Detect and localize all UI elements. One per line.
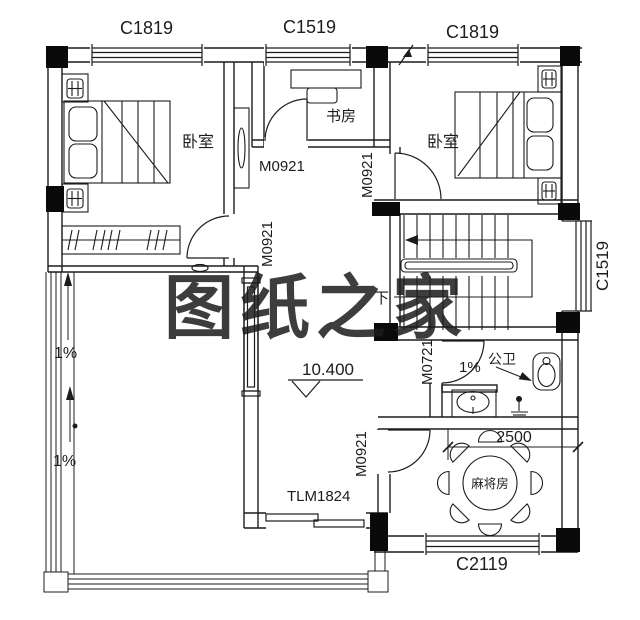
window-label-top-right: C1819 bbox=[446, 22, 499, 42]
dimension-value: 2500 bbox=[496, 429, 532, 446]
windows bbox=[91, 44, 592, 555]
mahjong-chair bbox=[510, 503, 531, 524]
hall-cabinet bbox=[233, 107, 250, 189]
bed-right bbox=[454, 65, 562, 205]
slope-label-bath: 1% bbox=[459, 359, 481, 376]
window-label-bottom: C2119 bbox=[456, 554, 508, 574]
elevation-value: 10.400 bbox=[302, 360, 354, 379]
desk-chair bbox=[306, 87, 338, 104]
wall-break-symbol bbox=[398, 44, 414, 66]
columns bbox=[46, 46, 580, 552]
door-handle bbox=[191, 263, 209, 273]
bathroom-fixtures bbox=[451, 352, 561, 418]
room-label-bathroom: 公卫 bbox=[488, 351, 516, 367]
elevation-mark bbox=[288, 379, 363, 398]
blanket-fold bbox=[457, 91, 521, 177]
door-label-bathroom: M0721 bbox=[419, 339, 436, 385]
door-label-bedroom-left: M0921 bbox=[259, 221, 276, 267]
study-desk bbox=[290, 69, 362, 104]
wardrobe bbox=[61, 225, 181, 255]
doors bbox=[186, 98, 485, 528]
slope-arrow bbox=[64, 272, 72, 286]
pillow bbox=[526, 135, 554, 171]
floor-drain bbox=[511, 396, 528, 416]
mahjong-chair bbox=[449, 442, 470, 463]
door-label-balcony: TLM1824 bbox=[287, 488, 350, 505]
squat-toilet bbox=[532, 352, 561, 391]
terrace bbox=[43, 272, 389, 593]
window-label-top-mid: C1519 bbox=[283, 17, 336, 37]
mahjong-chair bbox=[477, 430, 503, 443]
slope-label-lower: 1% bbox=[53, 453, 76, 470]
stair-direction-arrow bbox=[405, 235, 418, 245]
pillow bbox=[68, 143, 98, 179]
labels: C1819 C1519 C1819 C1519 C2119 卧室 书房 卧室 公… bbox=[53, 17, 612, 574]
pillow bbox=[526, 97, 554, 133]
door-label-mahjong: M0921 bbox=[353, 431, 370, 477]
mahjong-chair bbox=[449, 503, 470, 524]
mahjong-chair bbox=[510, 442, 531, 463]
room-label-study: 书房 bbox=[326, 108, 356, 125]
room-label-bedroom-left: 卧室 bbox=[182, 133, 214, 151]
mirror bbox=[237, 127, 246, 169]
opening-covers bbox=[90, 44, 580, 554]
desk bbox=[290, 69, 362, 89]
mahjong-table bbox=[462, 455, 518, 511]
room-label-mahjong: 麻将房 bbox=[471, 476, 509, 491]
bed bbox=[454, 91, 562, 179]
watermark: 图纸之家 bbox=[164, 270, 468, 348]
mahjong-chair bbox=[437, 470, 450, 496]
slider-leaf bbox=[265, 513, 319, 522]
door-label-study: M0921 bbox=[259, 158, 305, 175]
railing-post bbox=[43, 571, 69, 593]
mahjong-chair bbox=[530, 470, 543, 496]
slope-arrow bbox=[66, 386, 74, 400]
slider-leaf bbox=[313, 519, 365, 528]
pillow bbox=[68, 106, 98, 142]
railing-post bbox=[367, 570, 389, 593]
window-label-top-left: C1819 bbox=[120, 18, 173, 38]
room-label-bedroom-right: 卧室 bbox=[427, 133, 459, 151]
door-label-bedroom-right: M0921 bbox=[359, 152, 376, 198]
mahjong-chair bbox=[477, 523, 503, 536]
sink-counter bbox=[451, 389, 497, 418]
stair-walk-line bbox=[394, 239, 533, 298]
stair-handrail bbox=[400, 258, 518, 273]
bed-left bbox=[61, 73, 171, 213]
slope-label-upper: 1% bbox=[54, 345, 77, 362]
elevation-triangle bbox=[291, 380, 321, 398]
blanket-fold bbox=[103, 100, 169, 184]
staircase bbox=[394, 215, 533, 330]
bed bbox=[63, 100, 171, 184]
dimension-2500 bbox=[442, 429, 584, 460]
stairs-down-label: 下 bbox=[374, 290, 389, 307]
nightstand bbox=[61, 73, 89, 103]
window-label-right: C1519 bbox=[593, 241, 612, 291]
mahjong-chairs bbox=[437, 430, 543, 536]
mahjong-set bbox=[437, 430, 543, 536]
